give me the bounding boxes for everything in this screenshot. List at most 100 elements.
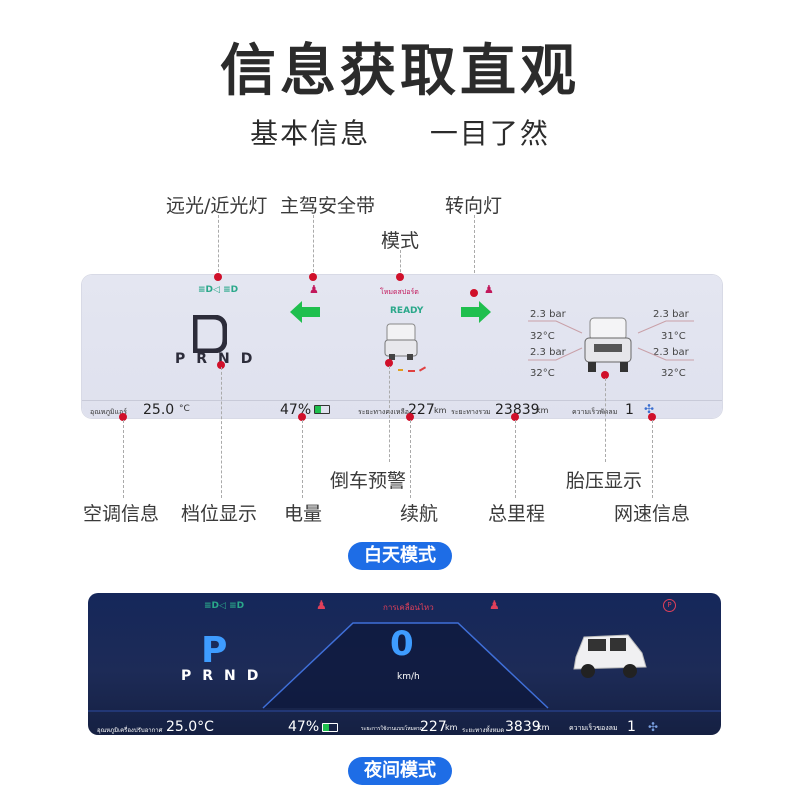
range-unit: km <box>434 406 447 415</box>
odometer-label: ระยะทางรวม <box>451 408 491 416</box>
leader-line <box>400 250 401 277</box>
marker-dot <box>214 273 222 281</box>
subtitle-right: 一目了然 <box>429 117 550 150</box>
leader-line <box>221 367 222 498</box>
marker-dot <box>648 413 656 421</box>
night-fan-label: ความเร็วของลม <box>569 724 618 732</box>
ac-unit: °C <box>179 404 190 414</box>
gear-selector: PRND <box>175 351 264 367</box>
marker-dot <box>470 289 478 297</box>
day-mode-badge: 白天模式 <box>348 542 452 570</box>
night-seatbelt-passenger-icon: ♟ <box>489 598 500 612</box>
fan-value: 1 <box>625 402 634 418</box>
night-range-unit: km <box>445 723 458 732</box>
marker-dot <box>217 361 225 369</box>
leader-line <box>652 420 653 498</box>
odometer-value: 23839 <box>495 402 540 418</box>
callout-seatbelt: 主驾安全带 <box>280 195 376 217</box>
night-battery-percent: 47% <box>288 719 320 735</box>
marker-dot <box>385 359 393 367</box>
tire-rl-temp: 32°C <box>530 368 555 379</box>
divider <box>82 400 722 401</box>
tire-rl-pressure: 2.3 bar <box>530 347 566 358</box>
fan-label: ความเร็วพัดลม <box>572 408 618 416</box>
callout-turn-signal: 转向灯 <box>445 195 503 217</box>
car-front-icon <box>584 317 632 372</box>
callout-headlight: 远光/近光灯 <box>166 195 268 217</box>
range-label: ระยะทางคงเหลือ <box>358 408 409 416</box>
turn-right-icon <box>461 301 491 323</box>
night-fan-icon: ✣ <box>648 720 659 734</box>
night-gear: P <box>201 630 228 671</box>
leader-line <box>605 378 606 462</box>
ac-temp: 25.0 <box>143 402 175 418</box>
tire-fr-pressure: 2.3 bar <box>653 309 689 320</box>
night-headlight-icon: ≡D◁ ≡D <box>204 601 245 611</box>
leader-line <box>474 215 475 293</box>
speed-unit: km/h <box>397 672 420 682</box>
tire-fl-pressure: 2.3 bar <box>530 309 566 320</box>
marker-dot <box>119 413 127 421</box>
marker-dot <box>601 371 609 379</box>
marker-dot <box>309 273 317 281</box>
speed-value: 0 <box>390 624 414 664</box>
callout-mode: 模式 <box>381 230 420 252</box>
turn-left-icon <box>290 301 320 323</box>
headlight-icon: ≡D◁ ≡D <box>198 285 239 295</box>
leader-line <box>218 215 219 277</box>
night-odometer-label: ระยะทางทั้งหมด <box>462 727 505 734</box>
marker-dot <box>298 413 306 421</box>
leader-line <box>313 215 314 277</box>
marker-dot <box>406 413 414 421</box>
night-ac-temp: 25.0°C <box>166 719 214 735</box>
night-fan-value: 1 <box>627 719 636 735</box>
night-odometer-unit: km <box>537 723 550 732</box>
gear-d-icon <box>193 315 227 353</box>
fan-icon: ✣ <box>644 402 655 416</box>
night-ac-label: อุณหภูมิเครื่องปรับอากาศ <box>97 727 163 734</box>
callout-gear-display: 档位显示 <box>181 503 258 525</box>
night-range-label: ระยะการใช้งานแบบโหมดรถ <box>361 726 423 732</box>
range-value: 227 <box>408 402 435 418</box>
night-range-value: 227 <box>420 719 447 735</box>
ready-indicator: READY <box>390 306 424 316</box>
seatbelt-passenger-icon: ♟ <box>484 283 494 296</box>
night-battery-icon <box>322 723 338 732</box>
tire-leader-lines <box>528 320 694 361</box>
callout-tire-pressure: 胎压显示 <box>566 470 643 492</box>
night-warning-text: การเคลื่อนไหว <box>383 603 434 612</box>
tire-rr-temp: 32°C <box>661 368 686 379</box>
odometer-unit: km <box>536 406 549 415</box>
parking-brake-icon: P <box>663 599 676 612</box>
tire-rr-pressure: 2.3 bar <box>653 347 689 358</box>
seatbelt-icon: ♟ <box>309 283 319 296</box>
battery-percent: 47% <box>280 402 312 418</box>
callout-battery: 电量 <box>284 503 323 525</box>
night-road-graphic <box>88 622 721 712</box>
car-rear-icon <box>384 323 418 360</box>
night-gear-selector: PRND <box>181 668 270 684</box>
leader-line <box>389 366 390 462</box>
callout-fan-speed: 网速信息 <box>614 503 691 525</box>
leader-line <box>410 420 411 498</box>
page-title: 信息获取直观 <box>220 39 580 104</box>
ac-label: อุณหภูมิแอร์ <box>90 408 128 416</box>
leader-line <box>302 420 303 498</box>
tire-fr-temp: 31°C <box>661 331 686 342</box>
night-seatbelt-icon: ♟ <box>316 598 327 612</box>
leader-line <box>515 420 516 498</box>
callout-reverse-warning: 倒车预警 <box>330 470 407 492</box>
page-subtitle: 基本信息 一目了然 <box>0 112 800 152</box>
tire-fl-temp: 32°C <box>530 331 555 342</box>
marker-dot <box>396 273 404 281</box>
drive-mode-text: โหมดสปอร์ต <box>380 288 419 296</box>
marker-dot <box>511 413 519 421</box>
night-car-icon <box>573 634 647 678</box>
night-mode-badge: 夜间模式 <box>348 757 452 785</box>
callout-odometer: 总里程 <box>488 503 546 525</box>
callout-range: 续航 <box>400 503 439 525</box>
night-odometer-value: 3839 <box>505 719 541 735</box>
reverse-warning-bars <box>398 366 428 373</box>
callout-ac-info: 空调信息 <box>83 503 160 525</box>
battery-icon <box>314 405 330 414</box>
